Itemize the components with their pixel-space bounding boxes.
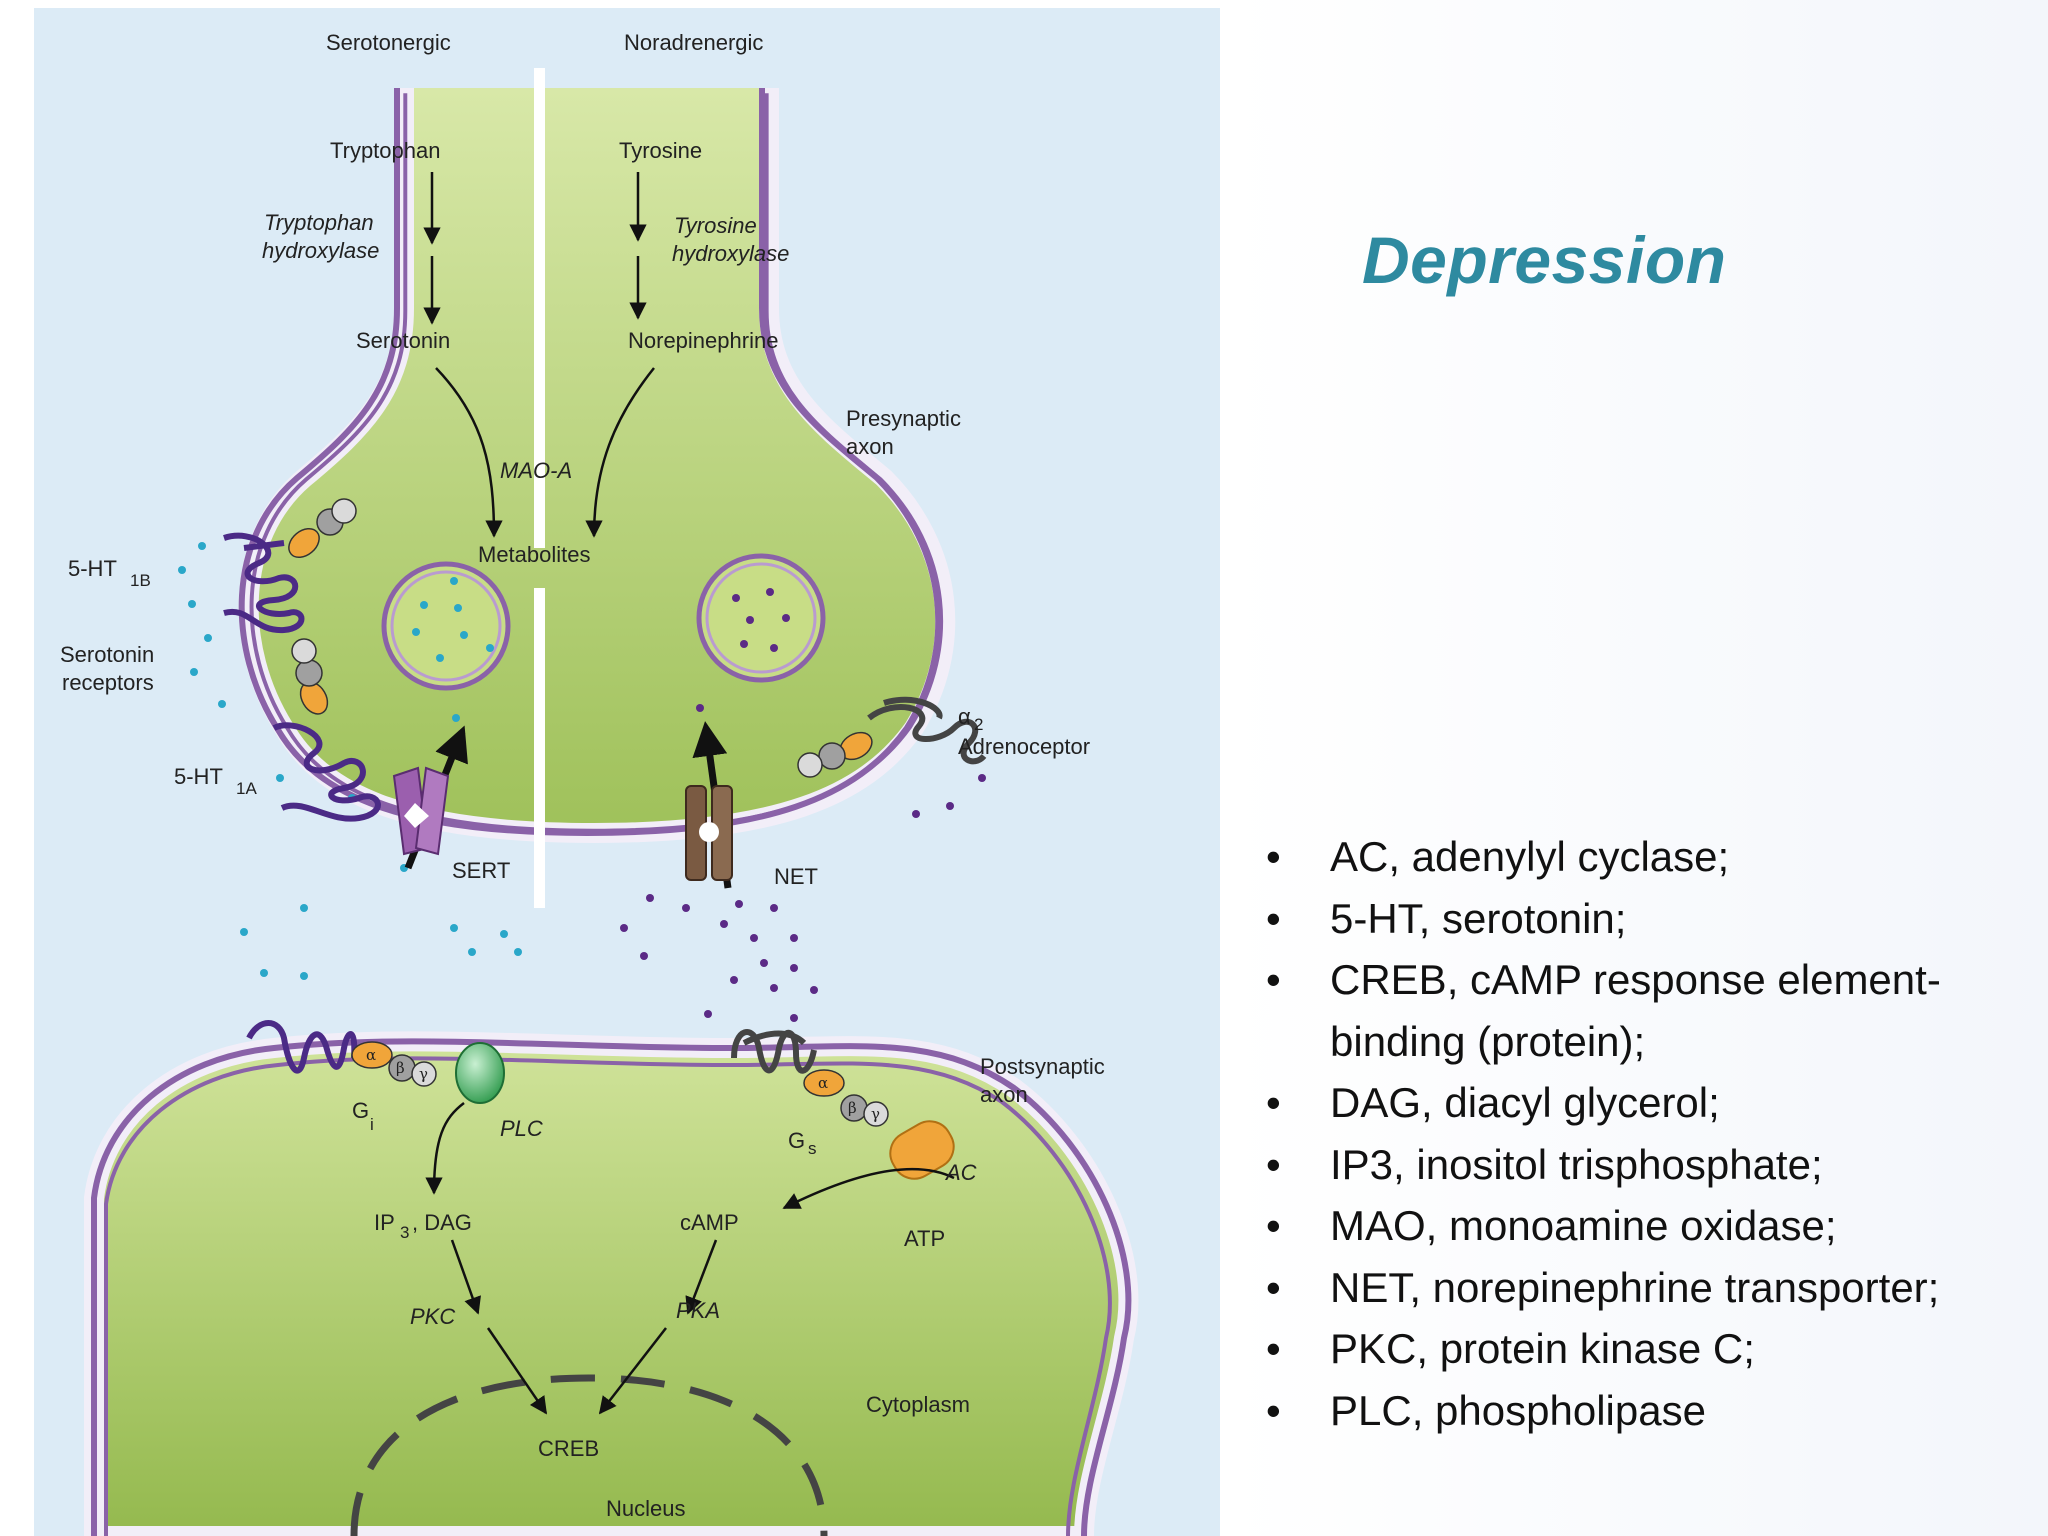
label-net: NET <box>774 864 818 889</box>
postsynaptic-cell <box>84 1031 1139 1536</box>
abbreviation-item: IP3, inositol trisphosphate; <box>1262 1134 2022 1196</box>
receptor-gs <box>731 1029 817 1074</box>
net-transporter <box>685 785 733 881</box>
label-presynaptic: Presynaptic <box>846 406 961 431</box>
label-metabolites: Metabolites <box>478 542 591 567</box>
label-postsynaptic-axon: axon <box>980 1082 1028 1107</box>
abbreviation-item: NET, norepinephrine transporter; <box>1262 1257 2022 1319</box>
label-alpha2-sub: 2 <box>974 715 983 734</box>
label-ip3-sub: 3 <box>400 1223 409 1242</box>
g-protein-alpha2 <box>797 731 873 778</box>
serotonin-vesicle <box>381 561 511 691</box>
g-beta-label: β <box>396 1059 405 1077</box>
slide-title: Depression <box>1362 223 1727 297</box>
label-5ht1b: 5-HT <box>68 556 117 581</box>
label-alpha2: α <box>958 704 971 729</box>
g-protein-gs <box>803 1069 889 1127</box>
abbreviation-item: PLC, phospholipase <box>1262 1380 2022 1442</box>
label-gs: G <box>788 1128 805 1153</box>
label-norepinephrine: Norepinephrine <box>628 328 778 353</box>
synapse-diagram: Serotonergic Noradrenergic Tryptophan Tr… <box>34 8 1220 1536</box>
label-gi-sub: i <box>370 1115 374 1134</box>
g-protein-5ht1b <box>288 498 357 559</box>
label-mao-a: MAO-A <box>500 458 572 483</box>
label-tryptophan-hydroxylase-2: hydroxylase <box>262 238 379 263</box>
label-5ht1a: 5-HT <box>174 764 223 789</box>
abbreviation-item: DAG, diacyl glycerol; <box>1262 1072 2022 1134</box>
sert-transporter <box>392 766 450 856</box>
norepinephrine-molecules <box>620 588 986 1022</box>
label-cytoplasm: Cytoplasm <box>866 1392 970 1417</box>
label-dag: , DAG <box>412 1210 472 1235</box>
g-alpha-label: α <box>366 1046 376 1064</box>
divider-lower <box>534 588 545 908</box>
abbreviation-item: MAO, monoamine oxidase; <box>1262 1195 2022 1257</box>
divider-upper <box>534 68 545 548</box>
signaling-arrows <box>425 1102 955 1415</box>
abbreviation-item: AC, adenylyl cyclase; <box>1262 826 2022 888</box>
plc-enzyme <box>455 1042 505 1104</box>
label-pkc: PKC <box>410 1304 455 1329</box>
label-pka: PKA <box>676 1298 720 1323</box>
label-serotonin-receptors-2: receptors <box>62 670 154 695</box>
label-5ht1b-sub: 1B <box>130 571 151 590</box>
label-nucleus: Nucleus <box>606 1496 685 1521</box>
label-gs-sub: s <box>808 1139 817 1158</box>
gs-beta-label: β <box>848 1099 857 1117</box>
label-creb: CREB <box>538 1436 599 1461</box>
label-sert: SERT <box>452 858 510 883</box>
abbreviation-item: PKC, protein kinase C; <box>1262 1318 2022 1380</box>
label-tryptophan: Tryptophan <box>330 138 440 163</box>
label-postsynaptic: Postsynaptic <box>980 1054 1105 1079</box>
label-serotonin-receptors-1: Serotonin <box>60 642 154 667</box>
gs-alpha-label: α <box>818 1074 828 1092</box>
label-noradrenergic: Noradrenergic <box>624 30 763 55</box>
label-presynaptic-axon: axon <box>846 434 894 459</box>
abbreviation-item: 5-HT, serotonin; <box>1262 888 2022 950</box>
label-serotonin: Serotonin <box>356 328 450 353</box>
gs-gamma-label: γ <box>871 1105 880 1123</box>
label-tyrosine-hydroxylase-2: hydroxylase <box>672 241 789 266</box>
label-plc: PLC <box>500 1116 543 1141</box>
label-5ht1a-sub: 1A <box>236 779 257 798</box>
label-gi: G <box>352 1098 369 1123</box>
label-serotonergic: Serotonergic <box>326 30 451 55</box>
norepinephrine-vesicle <box>696 553 826 683</box>
label-atp: ATP <box>904 1226 945 1251</box>
receptor-alpha2 <box>867 696 987 765</box>
label-tyrosine-hydroxylase-1: Tyrosine <box>674 213 757 238</box>
receptor-gi <box>246 1020 358 1074</box>
label-ip3: IP <box>374 1210 395 1235</box>
label-tyrosine: Tyrosine <box>619 138 702 163</box>
g-protein-5ht1a <box>291 638 329 715</box>
receptor-5ht1b <box>223 532 305 634</box>
label-tryptophan-hydroxylase-1: Tryptophan <box>264 210 374 235</box>
label-ac: AC <box>944 1160 977 1185</box>
receptor-5ht1a <box>272 722 381 822</box>
nucleus-envelope <box>350 1374 828 1536</box>
g-protein-gi <box>351 1041 437 1087</box>
label-adrenoceptor: Adrenoceptor <box>958 734 1090 759</box>
abbreviation-item: CREB, cAMP response element-binding (pro… <box>1262 949 2022 1072</box>
g-gamma-label: γ <box>419 1065 428 1083</box>
abbreviation-list: AC, adenylyl cyclase; 5-HT, serotonin; C… <box>1262 826 2022 1441</box>
synthesis-arrows <box>423 172 655 538</box>
label-camp: cAMP <box>680 1210 739 1235</box>
